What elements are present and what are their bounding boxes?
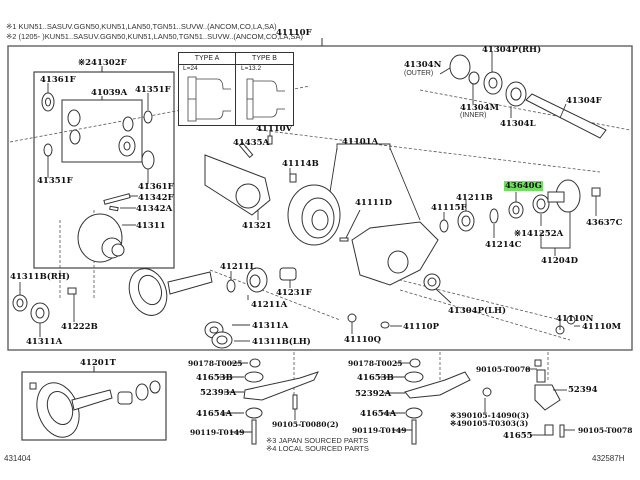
part-41304P-RH[interactable]: 41304P(RH) [482,45,542,55]
part-41110M[interactable]: 41110M [582,322,621,332]
differential-case-box [33,71,175,269]
part-41110N[interactable]: 41110N [556,314,594,324]
outer-qualifier: (OUTER) [404,70,434,77]
type-b-length: L=13.2 [241,65,262,72]
part-41231F[interactable]: 41231F [276,288,312,298]
figure-code-left: 431404 [4,454,31,463]
type-illustrations [187,76,285,122]
part-41435A[interactable]: 41435A [233,138,270,148]
part-90119-T0149[interactable]: 90119-T0149 [190,428,245,437]
part-41311B-LH[interactable]: 41311B(LH) [252,337,311,347]
part-90105-T0078[interactable]: 90105-T0078 [476,365,531,374]
part-41311B-RH[interactable]: 41311B(RH) [10,272,70,282]
part-41654A[interactable]: 41654A [196,409,233,419]
part-41211L[interactable]: 41211L [220,262,256,272]
part-41311A[interactable]: 41311A [26,337,63,347]
part-41304N-outer[interactable]: 41304N [404,60,442,70]
footnote-3: ※3 JAPAN SOURCED PARTS [266,436,369,445]
part-41214C[interactable]: 41214C [485,240,522,250]
part-41311[interactable]: 41311 [136,221,166,231]
part-90178-T0025[interactable]: 90178-T0025 [188,359,243,368]
part-41361F[interactable]: 41361F [138,182,174,192]
part-41110V[interactable]: 41110V [256,124,293,134]
part-41110F[interactable]: 41110F [276,28,312,38]
part-90105-T0078[interactable]: 90105-T0078 [578,426,633,435]
inner-qualifier: (INNER) [460,112,487,119]
part-90105-T0303[interactable]: ※490105-T0303(3) [450,419,529,428]
figure-code-right: 432587H [592,454,625,463]
part-41039A[interactable]: 41039A [91,88,128,98]
part-52393A[interactable]: 52393A [200,388,237,398]
part-41115F[interactable]: 41115F [431,203,467,213]
part-41655[interactable]: 41655 [503,431,533,441]
main-assembly-frame [7,45,633,351]
part-41110P[interactable]: 41110P [403,322,439,332]
type-b-header: TYPE B [236,53,293,65]
type-a-header: TYPE A [179,53,236,65]
footnote-4: ※4 LOCAL SOURCED PARTS [266,444,369,453]
part-41111D[interactable]: 41111D [355,198,392,208]
part-41342A[interactable]: 41342A [136,204,173,214]
part-41311A[interactable]: 41311A [252,321,289,331]
part-43637C[interactable]: 43637C [586,218,623,228]
part-41351F[interactable]: 41351F [37,176,73,186]
type-a-length: L=24 [183,65,198,72]
part-41321[interactable]: 41321 [242,221,272,231]
part-41361F[interactable]: 41361F [40,75,76,85]
footnote-2: ※2 (1205- )KUN51..SASUV.GGN50,KUN51,LAN5… [6,32,303,41]
bearing-type-table: TYPE A TYPE B L=24 L=13.2 [178,52,294,126]
part-43640G-highlighted[interactable]: 43640G [504,181,543,191]
part-41110Q[interactable]: 41110Q [344,335,381,345]
part-90105-T0080[interactable]: 90105-T0080(2) [272,420,339,429]
part-52392A[interactable]: 52392A [355,389,392,399]
part-41114B[interactable]: 41114B [282,159,319,169]
part-41342F[interactable]: 41342F [138,193,174,203]
part-41204D[interactable]: 41204D [541,256,578,266]
footnote-1: ※1 KUN51..SASUV.GGN50,KUN51,LAN50,TGN51.… [6,22,277,31]
part-41653B[interactable]: 41653B [357,373,394,383]
part-41653B[interactable]: 41653B [196,373,233,383]
part-90105-14090[interactable]: ※390105-14090(3) [450,411,530,420]
part-41252A[interactable]: ※141252A [514,229,564,239]
part-41351F[interactable]: 41351F [135,85,171,95]
part-41304M-inner[interactable]: 41304M [460,103,499,113]
part-41302F[interactable]: ※241302F [78,58,127,68]
part-41101A[interactable]: 41101A [342,137,379,147]
part-41304L[interactable]: 41304L [500,119,536,129]
part-90178-T0025[interactable]: 90178-T0025 [348,359,403,368]
part-90119-T0149[interactable]: 90119-T0149 [352,426,407,435]
part-52394[interactable]: 52394 [568,385,598,395]
part-41304P-LH[interactable]: 41304P(LH) [448,306,507,316]
part-41201T[interactable]: 41201T [80,358,116,368]
part-41211B[interactable]: 41211B [456,193,493,203]
leader-lines [19,52,597,436]
part-41211A[interactable]: 41211A [251,300,288,310]
part-41222B[interactable]: 41222B [61,322,98,332]
part-41654A[interactable]: 41654A [360,409,397,419]
part-41304F[interactable]: 41304F [566,96,602,106]
